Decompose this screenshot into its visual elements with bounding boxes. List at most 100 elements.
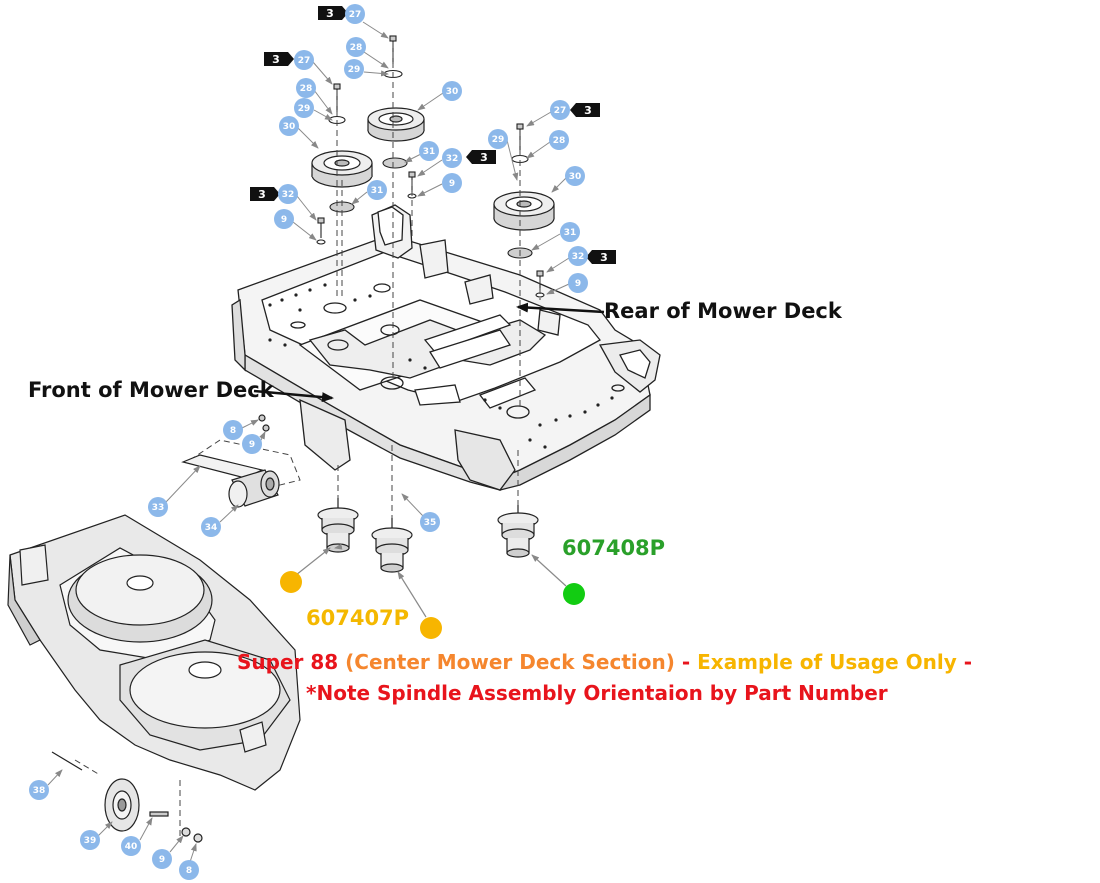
part-bubble: 27 bbox=[550, 100, 570, 120]
yellow-indicator-dot bbox=[420, 617, 442, 639]
part-bubble: 33 bbox=[148, 497, 168, 517]
part-bubble-number: 39 bbox=[84, 836, 97, 846]
flag-tag: 3 bbox=[264, 52, 294, 66]
part-bubble: 31 bbox=[560, 222, 580, 242]
part-bubble-number: 31 bbox=[371, 186, 384, 196]
caption-line-1: Super 88 (Center Mower Deck Section) - E… bbox=[237, 650, 972, 674]
part-bubble-number: 9 bbox=[281, 215, 287, 225]
front-of-deck-label: Front of Mower Deck bbox=[28, 378, 274, 402]
flag-tag-label: 3 bbox=[258, 188, 266, 201]
dot-pointers bbox=[295, 547, 567, 618]
part-bubble: 32 bbox=[568, 246, 588, 266]
part-bubble-number: 31 bbox=[423, 147, 436, 157]
lower-roller bbox=[51, 751, 203, 843]
part-bubble-number: 32 bbox=[446, 154, 459, 164]
flag-tag-label: 3 bbox=[326, 7, 334, 20]
part-bubble-number: 38 bbox=[33, 786, 46, 796]
flag-tag: 3 bbox=[586, 250, 616, 264]
part-bubble-number: 9 bbox=[249, 440, 255, 450]
lower-deck-shell bbox=[7, 514, 301, 791]
leader-lines bbox=[47, 21, 570, 863]
gauge-roller bbox=[181, 414, 280, 508]
part-bubble-number: 27 bbox=[554, 106, 567, 116]
assembly-lines bbox=[74, 42, 541, 840]
part-bubble: 30 bbox=[442, 81, 462, 101]
part-bubble-number: 28 bbox=[300, 84, 313, 94]
yellow-indicator-dot bbox=[280, 571, 302, 593]
rear-deck-arrow bbox=[516, 302, 605, 314]
part-bubble-number: 34 bbox=[205, 523, 218, 533]
part-bubble: 30 bbox=[565, 166, 585, 186]
pulley-left bbox=[311, 150, 373, 188]
part-bubble-number: 9 bbox=[575, 279, 581, 289]
part-bubble-number: 30 bbox=[569, 172, 582, 182]
part-bubble: 28 bbox=[296, 78, 316, 98]
flag-tag-label: 3 bbox=[600, 251, 608, 264]
part-bubble: 27 bbox=[294, 50, 314, 70]
part-bubble-number: 33 bbox=[152, 503, 165, 513]
part-bubble-number: 9 bbox=[449, 179, 455, 189]
part-bubble: 29 bbox=[294, 98, 314, 118]
part-bubble: 39 bbox=[80, 830, 100, 850]
part-bubble-number: 30 bbox=[283, 122, 296, 132]
part-bubble: 35 bbox=[420, 512, 440, 532]
part-bubble: 38 bbox=[29, 780, 49, 800]
part-bubble-number: 40 bbox=[125, 842, 138, 852]
part-bubble: 28 bbox=[549, 130, 569, 150]
part-bubble: 9 bbox=[568, 273, 588, 293]
part-bubble: 27 bbox=[345, 4, 365, 24]
part-bubble-number: 29 bbox=[492, 135, 505, 145]
part-bubble: 34 bbox=[201, 517, 221, 537]
spindle-assembly-left bbox=[317, 498, 359, 553]
spindle-assembly-center bbox=[371, 518, 413, 573]
flag-tag: 3 bbox=[250, 187, 280, 201]
part-bubble-number: 9 bbox=[159, 855, 165, 865]
part-bubble-number: 30 bbox=[446, 87, 459, 97]
spindle-assembly-right bbox=[497, 505, 539, 558]
rear-of-deck-label: Rear of Mower Deck bbox=[604, 299, 842, 323]
flag-tag: 3 bbox=[570, 103, 600, 117]
part-bubble-number: 28 bbox=[553, 136, 566, 146]
caption-section: (Center Mower Deck Section) bbox=[345, 650, 675, 674]
part-number-green: 607408P bbox=[562, 536, 666, 560]
flag-tag-label: 3 bbox=[272, 53, 280, 66]
front-deck-arrow bbox=[253, 389, 334, 403]
part-bubble: 9 bbox=[152, 849, 172, 869]
caption-dash-end: - bbox=[956, 650, 973, 674]
pulley-right bbox=[493, 191, 555, 231]
part-bubble: 31 bbox=[419, 141, 439, 161]
part-bubble: 31 bbox=[367, 180, 387, 200]
caption-dash: - bbox=[674, 650, 698, 674]
flag-tag-label: 3 bbox=[584, 104, 592, 117]
part-bubble-number: 29 bbox=[348, 65, 361, 75]
flag-tag: 3 bbox=[318, 6, 348, 20]
green-indicator-dot bbox=[563, 583, 585, 605]
pulley-center bbox=[367, 107, 425, 142]
part-bubble-number: 32 bbox=[282, 190, 295, 200]
part-number-yellow: 607407P bbox=[306, 606, 410, 630]
part-bubble: 40 bbox=[121, 836, 141, 856]
part-bubble: 29 bbox=[488, 129, 508, 149]
part-bubble-number: 32 bbox=[572, 252, 585, 262]
flag-tag: 3 bbox=[466, 150, 496, 164]
part-bubble: 9 bbox=[274, 209, 294, 229]
part-bubble: 8 bbox=[223, 420, 243, 440]
part-bubble-number: 27 bbox=[298, 56, 311, 66]
caption-model: Super 88 bbox=[237, 650, 346, 674]
caption-line-2: *Note Spindle Assembly Orientaion by Par… bbox=[306, 681, 888, 705]
part-bubble: 9 bbox=[442, 173, 462, 193]
part-bubble-number: 31 bbox=[564, 228, 577, 238]
part-bubble: 9 bbox=[242, 434, 262, 454]
flag-tags: 3 3 3 3 3 3 bbox=[250, 6, 616, 264]
part-bubble-number: 8 bbox=[186, 866, 192, 876]
part-bubble-number: 29 bbox=[298, 104, 311, 114]
part-bubble-number: 8 bbox=[230, 426, 236, 436]
part-bubble-number: 28 bbox=[350, 43, 363, 53]
part-bubble: 30 bbox=[279, 116, 299, 136]
part-bubbles: 27 27 28 29 28 29 30 30 31 32 9 31 32 9 … bbox=[29, 4, 588, 880]
part-bubble: 32 bbox=[278, 184, 298, 204]
part-bubble: 8 bbox=[179, 860, 199, 880]
flag-tag-label: 3 bbox=[480, 151, 488, 164]
part-bubble-number: 27 bbox=[349, 10, 362, 20]
